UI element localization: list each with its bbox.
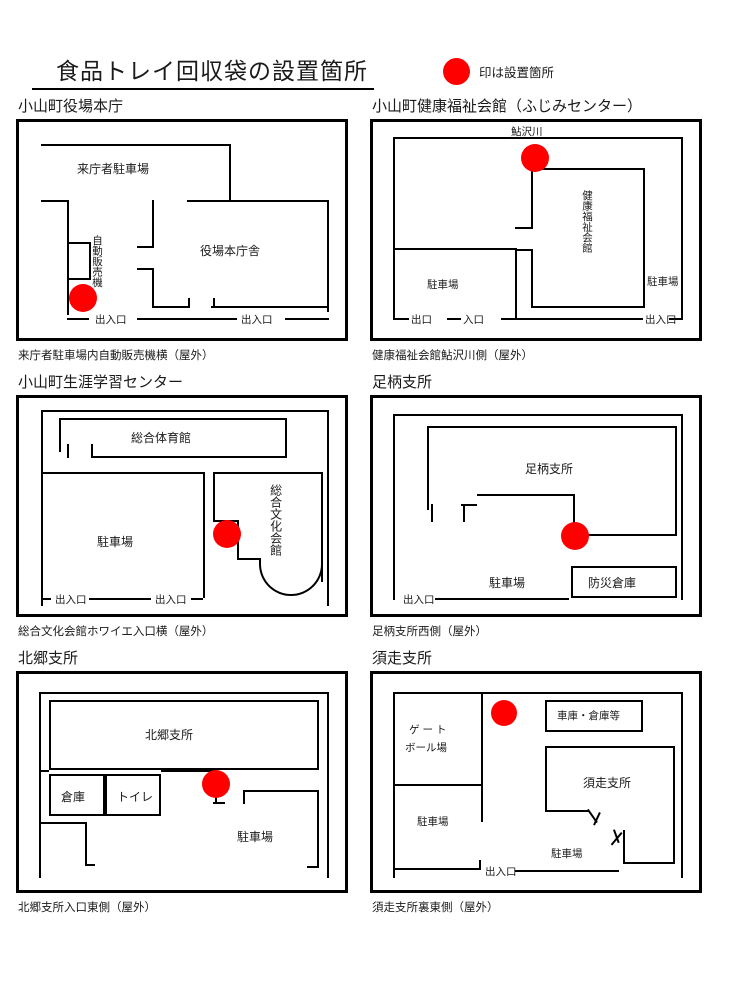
installation-marker: [521, 144, 549, 172]
map-figure-ashigara-branch: 足柄支所 駐車場 防災倉庫 出入口: [370, 395, 702, 617]
label-entrance: 出入口: [485, 866, 517, 878]
label-gateball-line2: ボール場: [405, 742, 447, 754]
installation-marker: [213, 520, 241, 548]
map-figure-subashiri-branch: ゲート ボール場 車庫・倉庫等 須走支所 駐車場 駐車場 出入口: [370, 671, 702, 893]
label-visitor-parking: 来庁者駐車場: [77, 162, 150, 176]
map-card-ashigara-branch: 足柄支所: [370, 372, 702, 639]
label-gymnasium: 総合体育館: [131, 431, 192, 445]
label-exit: 出口: [411, 314, 432, 326]
map-card-kitago-branch: 北郷支所: [16, 648, 348, 915]
label-storage: 倉庫: [61, 790, 86, 804]
label-toilet: トイレ: [117, 790, 154, 804]
map-figure-health-welfare-hall: 鮎沢川 健康福祉会館 駐車場 駐車場 出口 入口 出入口: [370, 119, 702, 341]
map-card-oyama-town-hall: 小山町役場本庁: [16, 96, 348, 363]
map-figure-oyama-town-hall: 自動販売機 来庁者駐車場 役場本庁舎 出入口 出入口: [16, 119, 348, 341]
label-entrance-right: 出入口: [155, 594, 187, 606]
label-parking-left: 駐車場: [427, 279, 459, 291]
map-grid: 小山町役場本庁: [0, 96, 730, 924]
installation-marker: [491, 700, 517, 726]
map-title: 小山町役場本庁: [18, 97, 124, 115]
page-title: 食品トレイ回収袋の設置箇所: [32, 52, 374, 90]
label-entrance-right: 出入口: [241, 314, 273, 326]
map-title: 須走支所: [372, 649, 433, 667]
map-title: 小山町生涯学習センター: [18, 373, 184, 391]
label-culture-hall: 総合文化会館: [268, 484, 283, 556]
label-vending-machine: 自動販売機: [91, 235, 104, 288]
map-figure-kitago-branch: 北郷支所 倉庫 トイレ 駐車場: [16, 671, 348, 893]
label-entrance-left: 出入口: [95, 314, 127, 326]
map-title: 足柄支所: [372, 373, 433, 391]
label-entrance: 出入口: [403, 594, 435, 606]
label-disaster-warehouse: 防災倉庫: [588, 576, 637, 590]
label-river: 鮎沢川: [511, 126, 543, 138]
map-figure-lifelong-learning-center: 総合体育館 駐車場 総合文化会館 出入口 出入口: [16, 395, 348, 617]
label-entrance-left: 出入口: [55, 594, 87, 606]
map-title: 小山町健康福祉会館（ふじみセンター）: [372, 97, 643, 115]
label-main-office-building: 役場本庁舎: [200, 244, 261, 258]
map-caption: 健康福祉会館鮎沢川側（屋外）: [372, 348, 533, 362]
legend-red-circle-icon: [443, 58, 470, 85]
label-gateball-line1: ゲート: [409, 724, 450, 736]
label-parking: 駐車場: [97, 535, 134, 549]
label-parking-bottom: 駐車場: [551, 848, 583, 860]
map-card-health-welfare-hall: 小山町健康福祉会館（ふじみセンター）: [370, 96, 702, 363]
legend-label: 印は設置箇所: [479, 65, 555, 80]
label-entrance: 出入口: [645, 314, 677, 326]
installation-marker: [69, 284, 97, 312]
label-branch-building: 須走支所: [583, 776, 632, 790]
installation-marker: [202, 770, 230, 798]
label-garage: 車庫・倉庫等: [557, 710, 620, 722]
map-caption: 来庁者駐車場内自動販売機横（屋外）: [18, 348, 214, 362]
label-branch-building: 足柄支所: [525, 462, 574, 476]
map-card-lifelong-learning-center: 小山町生涯学習センター: [16, 372, 348, 639]
legend: 印は設置箇所: [443, 58, 554, 85]
label-parking: 駐車場: [489, 576, 526, 590]
label-branch-building: 北郷支所: [145, 728, 194, 742]
label-entry: 入口: [463, 314, 484, 326]
installation-marker: [561, 522, 589, 550]
map-caption: 須走支所裏東側（屋外）: [372, 900, 499, 914]
map-row-1: 小山町役場本庁: [0, 96, 730, 363]
map-caption: 北郷支所入口東側（屋外）: [18, 900, 156, 914]
label-parking-right: 駐車場: [647, 276, 679, 288]
map-title: 北郷支所: [18, 649, 79, 667]
map-caption: 足柄支所西側（屋外）: [372, 624, 487, 638]
map-row-2: 小山町生涯学習センター: [0, 372, 730, 639]
map-row-3: 北郷支所: [0, 648, 730, 915]
label-health-welfare-hall: 健康福祉会館: [581, 190, 594, 253]
map-card-subashiri-branch: 須走支所: [370, 648, 702, 915]
map-caption: 総合文化会館ホワイエ入口横（屋外）: [18, 624, 214, 638]
label-parking: 駐車場: [237, 830, 274, 844]
label-parking-left: 駐車場: [417, 816, 449, 828]
